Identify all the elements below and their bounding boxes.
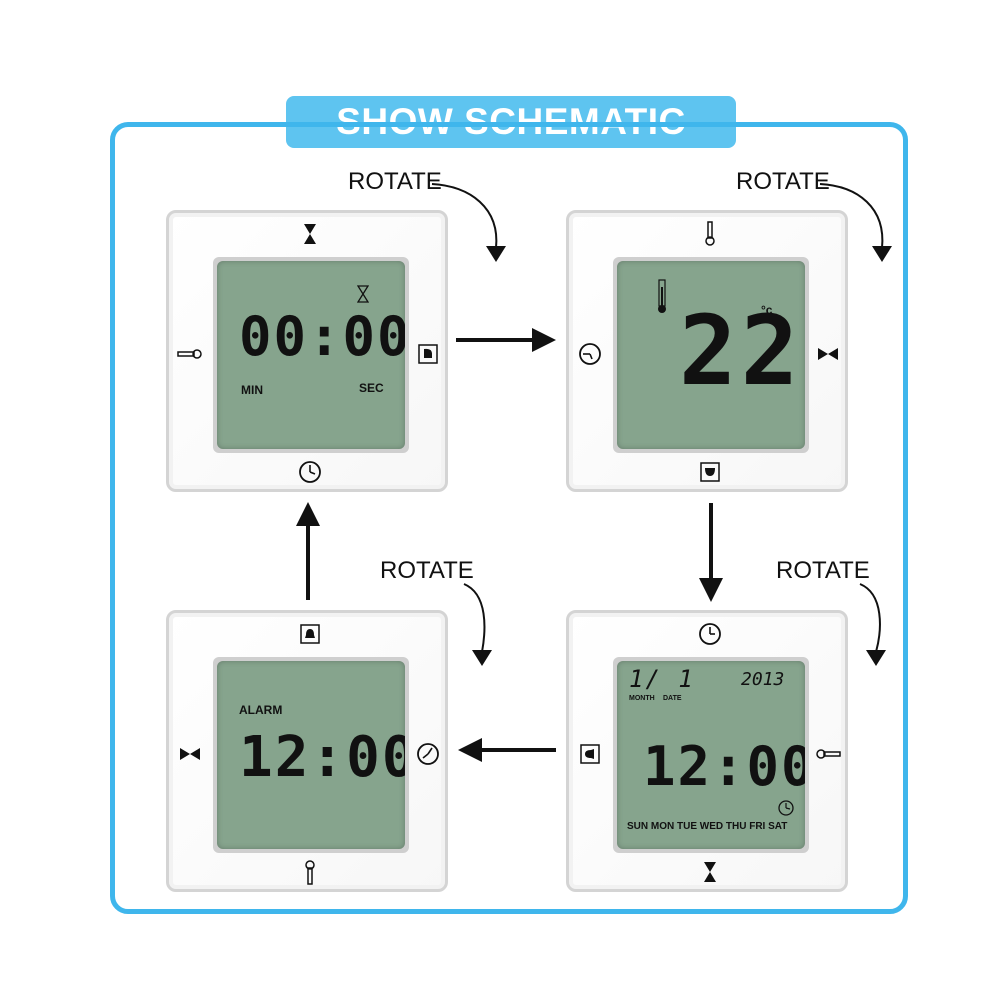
lcd-screen-timer: 00:00 MIN SEC bbox=[217, 261, 405, 449]
device-timer: 00:00 MIN SEC bbox=[166, 210, 448, 492]
bell-icon bbox=[577, 741, 603, 767]
rotate-arrow-alarm bbox=[463, 583, 486, 653]
alarm-label: ALARM bbox=[239, 703, 283, 717]
sec-label: SEC bbox=[359, 381, 384, 395]
clock-icon bbox=[577, 341, 603, 367]
hourglass-icon bbox=[356, 285, 370, 308]
hourglass-icon bbox=[177, 741, 203, 767]
rotate-arrow-clock bbox=[859, 583, 881, 653]
min-label: MIN bbox=[241, 383, 263, 397]
year: 2013 bbox=[741, 669, 785, 690]
rotate-arrow-timer bbox=[431, 183, 498, 249]
lcd-bezel: 22 °c bbox=[613, 257, 809, 453]
temperature-unit: °c bbox=[761, 303, 773, 317]
hourglass-icon bbox=[697, 859, 723, 885]
rotate-arrowhead-clock bbox=[866, 650, 886, 666]
date-label: DATE bbox=[663, 695, 682, 702]
rotate-arrowhead-temperature bbox=[872, 246, 892, 262]
device-temperature: 22 °c bbox=[566, 210, 848, 492]
thermometer-icon bbox=[657, 279, 667, 320]
lcd-bezel: 00:00 MIN SEC bbox=[213, 257, 409, 453]
temperature-display: 22 bbox=[679, 295, 803, 407]
clock-icon bbox=[415, 741, 441, 767]
rotate-arrowhead-timer bbox=[486, 246, 506, 262]
clock-time: 12:00 bbox=[643, 735, 805, 798]
rotate-label-temperature: ROTATE bbox=[736, 168, 830, 195]
bell-icon bbox=[697, 459, 723, 485]
clock-icon bbox=[777, 799, 795, 822]
clock-icon bbox=[697, 621, 723, 647]
month-label: MONTH bbox=[629, 695, 655, 702]
weekdays: SUN MON TUE WED THU FRI SAT bbox=[627, 821, 788, 832]
lcd-screen-temperature: 22 °c bbox=[617, 261, 805, 449]
rotate-arrowhead-alarm bbox=[472, 650, 492, 666]
bell-icon bbox=[297, 621, 323, 647]
hourglass-icon bbox=[815, 341, 841, 367]
lcd-bezel: ALARM 12:00 bbox=[213, 657, 409, 853]
month-day: 1/ 1 bbox=[629, 665, 695, 693]
rotate-label-timer: ROTATE bbox=[348, 168, 442, 195]
bell-icon bbox=[415, 341, 441, 367]
hourglass-icon bbox=[297, 221, 323, 247]
thermometer-icon bbox=[697, 221, 723, 247]
device-alarm: ALARM 12:00 bbox=[166, 610, 448, 892]
rotate-arrow-temperature bbox=[819, 183, 884, 249]
rotate-label-clock: ROTATE bbox=[776, 557, 870, 584]
thermometer-icon bbox=[177, 341, 203, 367]
schematic-frame bbox=[110, 122, 908, 914]
clock-icon bbox=[297, 459, 323, 485]
device-clock: 1/ 1 2013 MONTH DATE 12:00 SUN MON TUE W… bbox=[566, 610, 848, 892]
thermometer-icon bbox=[815, 741, 841, 767]
thermometer-icon bbox=[297, 859, 323, 885]
alarm-time: 12:00 bbox=[239, 725, 405, 790]
lcd-bezel: 1/ 1 2013 MONTH DATE 12:00 SUN MON TUE W… bbox=[613, 657, 809, 853]
lcd-screen-clock: 1/ 1 2013 MONTH DATE 12:00 SUN MON TUE W… bbox=[617, 661, 805, 849]
timer-display: 00:00 bbox=[239, 305, 405, 368]
rotate-label-alarm: ROTATE bbox=[380, 557, 474, 584]
lcd-screen-alarm: ALARM 12:00 bbox=[217, 661, 405, 849]
